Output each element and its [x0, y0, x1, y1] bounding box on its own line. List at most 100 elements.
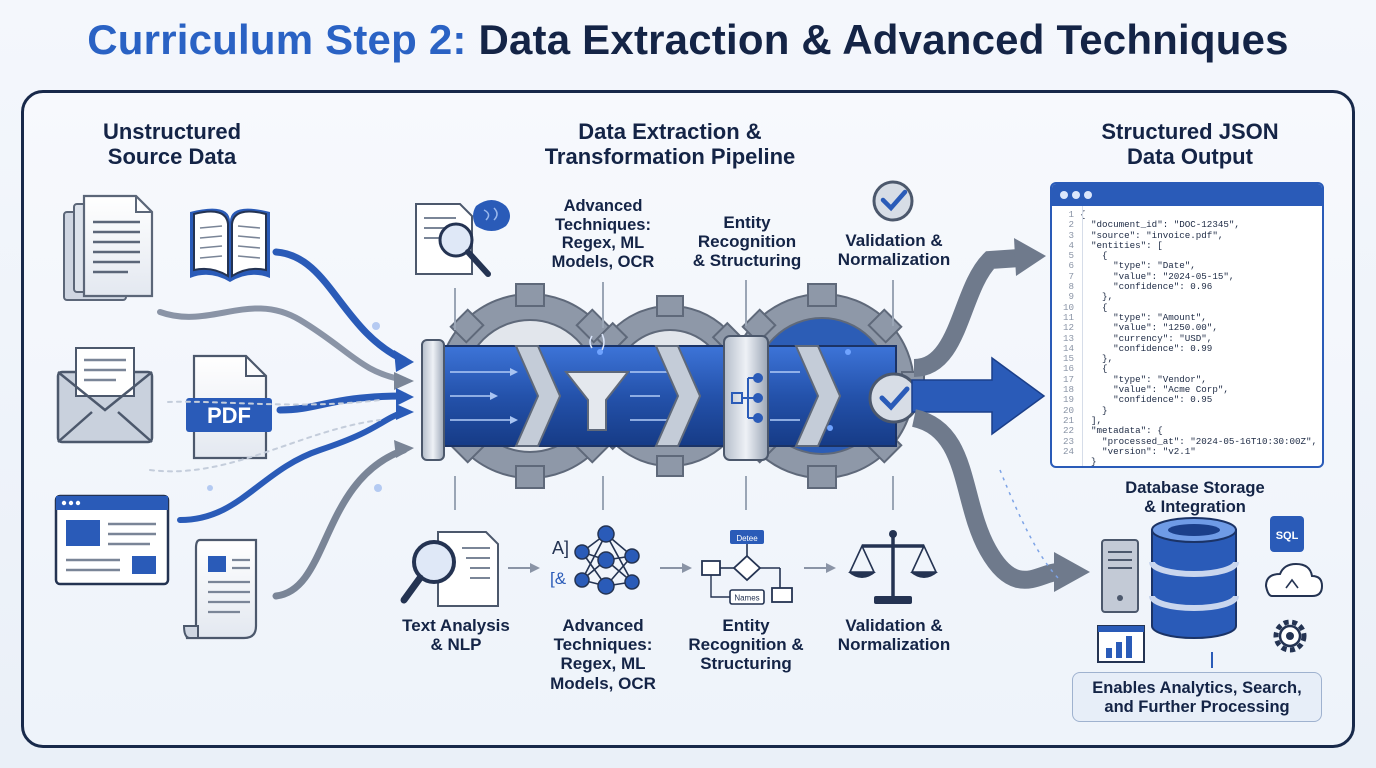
line-number: 12	[1062, 322, 1074, 334]
code-text: {	[1080, 301, 1108, 313]
bottom-stage-validation-label: Validation & Normalization	[837, 616, 951, 655]
json-code-line: 12 "value": "1250.00",	[1052, 322, 1322, 334]
json-code-line: 14 "confidence": 0.99	[1052, 342, 1322, 354]
nn-letter-a: A]	[552, 538, 569, 558]
title-rest: Data Extraction & Advanced Techniques	[466, 16, 1289, 63]
line-number: 4	[1068, 239, 1074, 251]
line-number: 2	[1068, 219, 1074, 231]
gear-settings-icon	[1273, 619, 1307, 653]
window-dot-icon	[1084, 191, 1092, 199]
structure-icon	[731, 373, 763, 423]
json-code-line: }	[1052, 456, 1322, 468]
code-text: },	[1080, 353, 1114, 365]
sql-icon: SQL	[1270, 516, 1304, 552]
line-number: 19	[1062, 394, 1074, 406]
code-text: ],	[1080, 414, 1103, 426]
section-output-label: Structured JSON Data Output	[1101, 119, 1279, 169]
analytics-callout-text: Enables Analytics, Search, and Further P…	[1092, 679, 1302, 716]
json-code-line: 7 "value": "2024-05-15",	[1052, 271, 1322, 282]
line-number: 14	[1062, 342, 1074, 354]
json-code-body: 1{2 "document_id": "DOC-12345",3 "source…	[1052, 206, 1322, 468]
analytics-callout: Enables Analytics, Search, and Further P…	[1072, 672, 1322, 722]
line-number: 8	[1068, 281, 1074, 293]
sql-label: SQL	[1276, 530, 1299, 542]
window-dot-icon	[1060, 191, 1068, 199]
code-text: "type": "Vendor",	[1080, 373, 1207, 385]
json-code-line: 19 "confidence": 0.95	[1052, 394, 1322, 406]
code-text: "confidence": 0.96	[1080, 281, 1213, 293]
line-number: 10	[1062, 301, 1074, 313]
server-tower-icon	[1101, 539, 1139, 613]
input-flow-arrows	[149, 248, 408, 600]
line-number: 1	[1068, 209, 1074, 220]
json-code-line: 11 "type": "Amount",	[1052, 311, 1322, 323]
pipeline-tube	[421, 333, 920, 461]
funnel-icon	[563, 371, 631, 431]
cloud-icon	[1264, 562, 1324, 597]
json-code-line: 5 {	[1052, 250, 1322, 261]
json-code-line: 6 "type": "Date",	[1052, 260, 1322, 272]
line-number: 21	[1062, 414, 1074, 426]
code-text: "confidence": 0.95	[1080, 394, 1213, 406]
line-number: 24	[1062, 445, 1074, 457]
top-stage-entity-label: Entity Recognition & Structuring	[692, 213, 802, 271]
json-code-line: 21 ],	[1052, 414, 1322, 426]
database-storage-label: Database Storage & Integration	[1125, 479, 1265, 516]
code-text: {	[1080, 363, 1108, 375]
line-number: 13	[1062, 332, 1074, 344]
line-number: 16	[1062, 363, 1074, 375]
open-book-icon	[190, 208, 270, 282]
flow-docs-arrow	[157, 305, 407, 383]
code-text: "type": "Date",	[1080, 260, 1196, 272]
top-stage-validation-label: Validation & Normalization	[837, 231, 951, 270]
code-text: }	[1080, 456, 1097, 468]
line-number: 3	[1068, 229, 1074, 241]
code-text: "version": "v2.1"	[1080, 445, 1196, 457]
scales-icon	[848, 530, 938, 604]
code-text: "value": "Acme Corp",	[1080, 384, 1229, 396]
validation-badge-icon	[872, 180, 914, 222]
code-text: "document_id": "DOC-12345",	[1080, 219, 1240, 231]
flowchart-bottom-label: Names	[734, 594, 759, 603]
email-envelope-icon	[56, 347, 154, 444]
code-text: }	[1080, 404, 1108, 416]
code-text: "entities": [	[1080, 239, 1163, 251]
text-analysis-icon	[400, 531, 499, 607]
code-text: "type": "Amount",	[1080, 311, 1207, 323]
json-code-line: 16 {	[1052, 363, 1322, 375]
line-number: 20	[1062, 404, 1074, 416]
flow-book-arrow	[272, 248, 408, 364]
json-code-line: 9 },	[1052, 291, 1322, 303]
pdf-label: PDF	[207, 403, 251, 428]
stage-connectors	[454, 280, 894, 510]
line-number: 17	[1062, 373, 1074, 385]
json-window-titlebar	[1052, 184, 1322, 206]
line-number: 15	[1062, 353, 1074, 365]
bottom-stage-techniques-label: Advanced Techniques: Regex, ML Models, O…	[550, 616, 656, 693]
validation-check-node	[868, 372, 920, 424]
json-code-line: 18 "value": "Acme Corp",	[1052, 384, 1322, 396]
json-code-line: 20 }	[1052, 404, 1322, 416]
document-brain-search-icon	[415, 200, 510, 277]
json-code-line: 10 {	[1052, 301, 1322, 313]
section-pipeline-label: Data Extraction & Transformation Pipelin…	[544, 119, 796, 169]
flow-web-arrow	[177, 409, 407, 523]
line-number: 6	[1068, 260, 1074, 272]
web-page-icon	[54, 494, 170, 586]
json-code-line: 8 "confidence": 0.96	[1052, 281, 1322, 293]
document-stack-icon	[63, 194, 154, 301]
json-code-line: 17 "type": "Vendor",	[1052, 373, 1322, 385]
line-number: 18	[1062, 384, 1074, 396]
json-output-window: 1{2 "document_id": "DOC-12345",3 "source…	[1050, 182, 1324, 468]
code-text: "source": "invoice.pdf",	[1080, 229, 1224, 241]
json-code-line: 3 "source": "invoice.pdf",	[1052, 229, 1322, 241]
code-text: },	[1080, 291, 1114, 303]
flowchart-icon: Detee Names	[701, 530, 793, 605]
json-code-line: 2 "document_id": "DOC-12345",	[1052, 219, 1322, 231]
output-arrows	[911, 238, 1090, 592]
bottom-stage-entity-label: Entity Recognition & Structuring	[688, 616, 804, 674]
title-accent: Curriculum Step 2:	[87, 16, 467, 63]
window-dot-icon	[1072, 191, 1080, 199]
flow-pdf-arrow	[276, 392, 408, 414]
nn-letter-b: [&	[550, 569, 567, 588]
